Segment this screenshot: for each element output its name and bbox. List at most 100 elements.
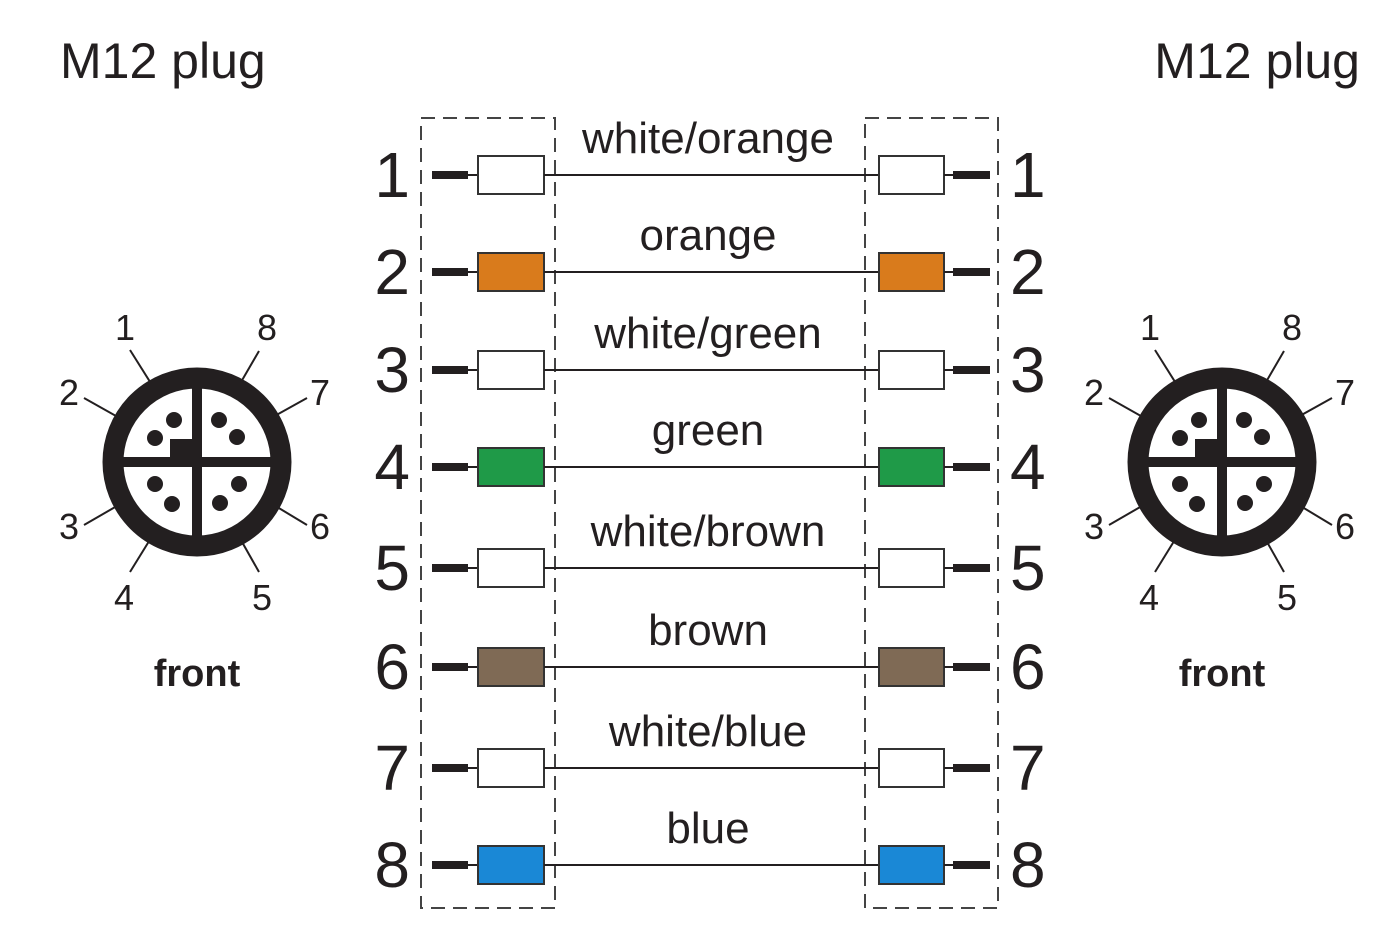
right-pin-stub [953,861,990,869]
connector-pin-label: 8 [257,307,277,348]
left-pin-number: 1 [374,139,410,211]
left-wire-color-box [477,748,545,788]
contact-pin [1191,412,1207,428]
left-wire-color-box [477,155,545,195]
right-pin-number: 3 [1010,334,1046,406]
contact-pin [1256,476,1272,492]
left-wire-color-box [477,252,545,292]
left-pin-number: 8 [374,829,410,901]
wire-color-label: brown [648,606,768,655]
right-wire-color-box [878,350,945,390]
left-pin-stub [432,663,468,671]
contact-pin [1237,495,1253,511]
right-pin-stub [953,764,990,772]
contact-pin [1236,412,1252,428]
right-plug-title: M12 plug [1154,33,1360,89]
connector-pin-label: 7 [310,372,330,413]
wire-row: 7 7 white/blue [374,707,1045,804]
wire-color-label: white/blue [608,707,807,756]
contact-pin [1189,496,1205,512]
right-pin-stub [953,366,990,374]
right-wire-color-box [878,748,945,788]
contact-pin [147,430,163,446]
left-pin-stub [432,764,468,772]
right-pin-stub [953,171,990,179]
right-pin-stub [953,268,990,276]
right-pin-number: 2 [1010,236,1046,308]
connector-pin-label: 6 [1335,506,1355,547]
connector-pin-label: 5 [1277,577,1297,618]
right-connector-front-view: 12 34 56 78 [1084,307,1355,618]
contact-pin [164,496,180,512]
connector-divider [121,457,273,467]
right-wire-color-box [878,155,945,195]
wire-color-label: white/green [593,309,821,358]
right-pin-stub [953,463,990,471]
wire-row: 8 8 blue [374,804,1045,901]
connector-pin-label: 4 [114,577,134,618]
left-connector-boundary [420,117,556,909]
left-pin-number: 7 [374,732,410,804]
left-wire-color-box [477,845,545,885]
right-pin-number: 4 [1010,431,1046,503]
connector-pin-label: 8 [1282,307,1302,348]
coding-key [170,439,192,459]
connector-pin-label: 1 [115,307,135,348]
contact-pin [231,476,247,492]
contact-pin [1254,429,1270,445]
left-pin-number: 2 [374,236,410,308]
left-pin-number: 4 [374,431,410,503]
right-connector-boundary [864,117,999,909]
connector-divider [1146,457,1298,467]
left-plug-title: M12 plug [60,33,266,89]
connector-pin-label: 6 [310,506,330,547]
right-pin-number: 6 [1010,631,1046,703]
left-pin-number: 5 [374,532,410,604]
right-front-label: front [1179,653,1266,695]
right-pin-number: 7 [1010,732,1046,804]
right-pin-number: 8 [1010,829,1046,901]
contact-pin [212,495,228,511]
connector-pin-label: 1 [1140,307,1160,348]
right-wire-color-box [878,447,945,487]
contact-pin [147,476,163,492]
wire-row: 5 5 white/brown [374,507,1045,604]
connector-pin-label: 3 [59,506,79,547]
connector-pin-label: 7 [1335,372,1355,413]
left-front-label: front [154,653,241,695]
right-wire-color-box [878,845,945,885]
connector-pin-label: 3 [1084,506,1104,547]
contact-pin [211,412,227,428]
connector-pin-label: 2 [1084,372,1104,413]
left-pin-number: 3 [374,334,410,406]
left-pin-stub [432,171,468,179]
wire-color-label: white/orange [581,114,834,163]
connector-pin-label: 4 [1139,577,1159,618]
wire-row: 3 3 white/green [374,309,1045,406]
coding-key [1195,439,1217,459]
left-wire-color-box [477,548,545,588]
right-pin-number: 5 [1010,532,1046,604]
left-pin-stub [432,268,468,276]
left-pin-stub [432,366,468,374]
right-wire-color-box [878,252,945,292]
contact-pin [1172,476,1188,492]
right-wire-color-box [878,647,945,687]
left-pin-stub [432,861,468,869]
contact-pin [166,412,182,428]
right-pin-stub [953,663,990,671]
left-wire-color-box [477,647,545,687]
left-pin-stub [432,564,468,572]
right-wire-color-box [878,548,945,588]
connector-pin-label: 5 [252,577,272,618]
contact-pin [229,429,245,445]
wire-color-label: white/brown [590,507,826,556]
left-pin-stub [432,463,468,471]
wire-color-label: blue [666,804,749,853]
